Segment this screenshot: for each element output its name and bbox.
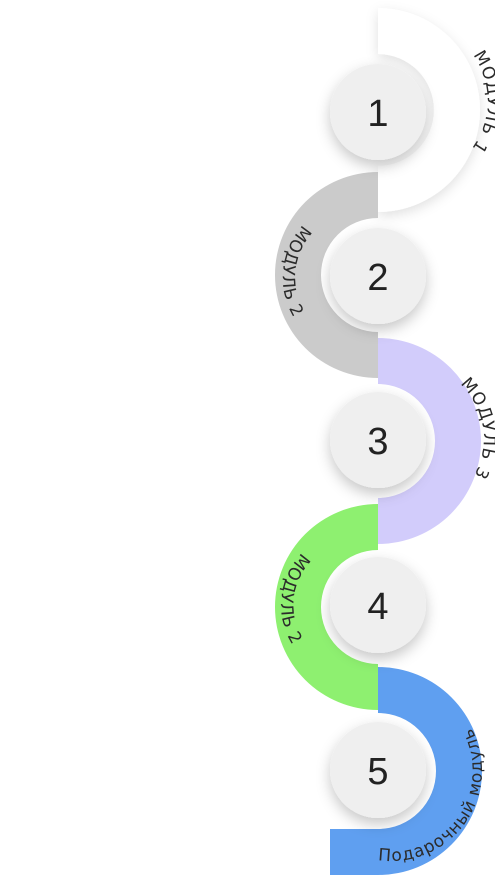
step-number-3: 3 (367, 421, 388, 463)
step-circle-5[interactable]: 5 (330, 722, 426, 818)
module-band-5 (330, 667, 482, 875)
module-band-2 (275, 172, 378, 378)
step-circle-1[interactable]: 1 (330, 64, 426, 160)
step-circle-3[interactable]: 3 (330, 392, 426, 488)
module-band-1 (378, 8, 480, 212)
step-number-5: 5 (367, 751, 388, 793)
module-band-4 (275, 504, 378, 710)
step-number-1: 1 (367, 93, 388, 135)
step-circle-2[interactable]: 2 (330, 228, 426, 324)
module-band-3 (378, 338, 481, 544)
step-number-2: 2 (367, 257, 388, 299)
step-number-4: 4 (367, 586, 388, 628)
step-circle-4[interactable]: 4 (330, 557, 426, 653)
